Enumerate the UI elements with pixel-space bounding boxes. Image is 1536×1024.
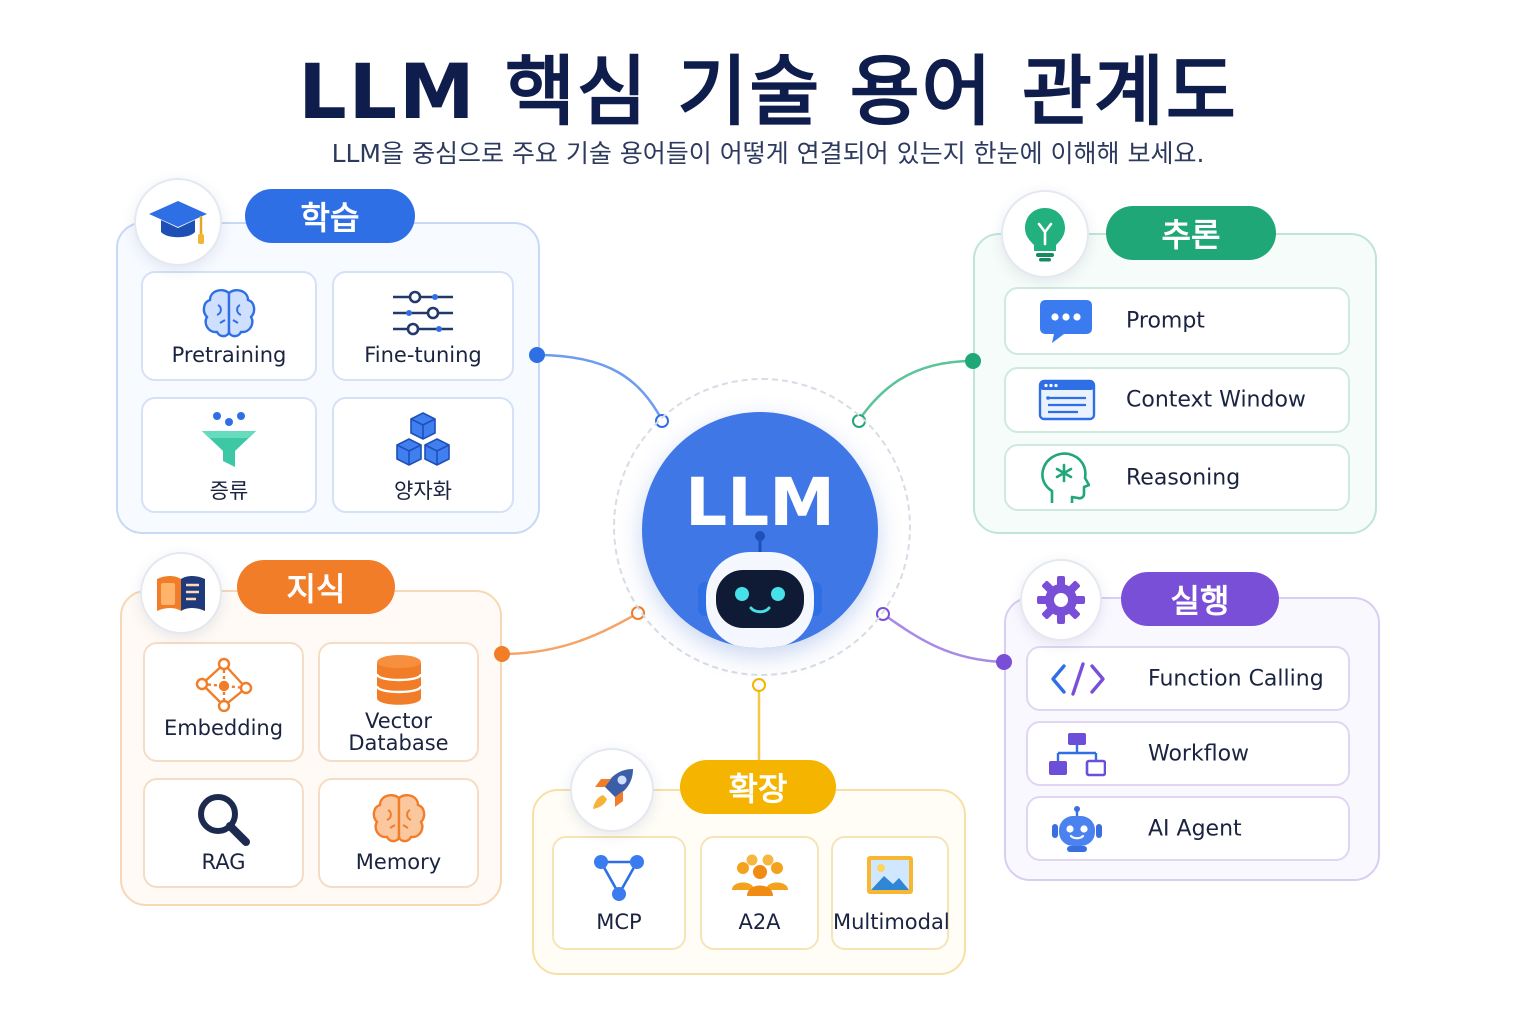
center-llm-node[interactable]: LLM xyxy=(642,412,878,648)
row-reasoning[interactable]: Reasoning xyxy=(1004,444,1350,511)
brain-icon xyxy=(202,289,256,338)
card-label: Memory xyxy=(355,850,442,874)
robot-icon xyxy=(1052,805,1102,852)
card-embedding[interactable]: Embedding xyxy=(143,642,304,762)
book-icon xyxy=(157,576,205,611)
card-rag[interactable]: RAG xyxy=(143,778,304,888)
card-multimodal[interactable]: Multimodal xyxy=(831,836,950,950)
database-icon xyxy=(375,655,422,705)
row-label: AI Agent xyxy=(1148,816,1242,841)
row-prompt[interactable]: Prompt xyxy=(1004,287,1350,355)
card-label: Embedding xyxy=(163,716,284,740)
card-pretraining[interactable]: Pretraining xyxy=(141,271,317,381)
row-label: Function Calling xyxy=(1148,666,1324,691)
card-label: Pretraining xyxy=(171,343,287,367)
inference-title-pill: 추론 xyxy=(1106,206,1276,260)
browser-window-icon xyxy=(1038,379,1096,421)
card-fine-tuning[interactable]: Fine-tuning xyxy=(332,271,514,381)
connector-dot xyxy=(752,678,766,692)
graph-nodes-icon xyxy=(195,657,252,712)
group-knowledge: Embedding Vector Database RAG Memory xyxy=(120,590,502,906)
sliders-icon xyxy=(393,290,453,336)
card-a2a[interactable]: A2A xyxy=(700,836,819,950)
execution-badge xyxy=(1020,559,1102,641)
gear-icon xyxy=(1037,576,1085,624)
knowledge-badge xyxy=(140,552,222,634)
card-label: MCP xyxy=(596,910,642,934)
inference-badge xyxy=(1001,190,1089,278)
flowchart-icon xyxy=(1049,732,1106,776)
card-quantization[interactable]: 양자화 xyxy=(332,397,514,513)
card-distillation[interactable]: 증류 xyxy=(141,397,317,513)
learn-badge xyxy=(134,178,222,266)
cubes-icon xyxy=(396,412,450,466)
row-context-window[interactable]: Context Window xyxy=(1004,367,1350,433)
row-label: Context Window xyxy=(1126,387,1306,413)
image-icon xyxy=(867,856,913,894)
group-inference: Prompt Context Window Reasoning xyxy=(973,233,1377,534)
center-label: LLM xyxy=(685,464,835,541)
connector-dot xyxy=(965,353,981,369)
brain-icon xyxy=(372,794,425,843)
page-subtitle: LLM을 중심으로 주요 기술 용어들이 어떻게 연결되어 있는지 한눈에 이해… xyxy=(331,139,1205,168)
center-ring xyxy=(613,378,911,676)
knowledge-title-pill: 지식 xyxy=(237,560,395,614)
connector-dot xyxy=(529,347,545,363)
extension-title-pill: 확장 xyxy=(680,760,836,814)
card-label: Vector Database xyxy=(348,709,449,755)
row-label: Workflow xyxy=(1148,741,1250,766)
card-label: 양자화 xyxy=(394,479,452,503)
extension-badge xyxy=(570,748,654,832)
graduation-cap-icon xyxy=(149,201,207,244)
learn-title-pill: 학습 xyxy=(245,189,415,243)
row-label: Prompt xyxy=(1126,308,1205,334)
rocket-icon xyxy=(593,769,633,809)
card-vector-database[interactable]: Vector Database xyxy=(318,642,479,762)
search-icon xyxy=(197,794,250,846)
lightbulb-icon xyxy=(1025,208,1065,262)
group-learn: Pretraining Fine-tuning 증류 양자화 xyxy=(116,222,540,534)
funnel-icon xyxy=(202,412,256,467)
card-label: 증류 xyxy=(209,479,249,503)
row-label: Reasoning xyxy=(1126,465,1241,490)
head-thinking-icon xyxy=(1041,451,1090,503)
page-title: LLM 핵심 기술 용어 관계도 xyxy=(298,47,1238,136)
execution-title-pill: 실행 xyxy=(1121,572,1279,626)
chat-bubble-icon xyxy=(1040,300,1092,343)
connector-dot xyxy=(494,646,510,662)
people-group-icon xyxy=(731,854,788,896)
card-memory[interactable]: Memory xyxy=(318,778,479,888)
code-icon xyxy=(1051,661,1105,696)
card-label: A2A xyxy=(738,910,781,934)
robot-mascot-icon xyxy=(698,531,822,648)
triangle-network-icon xyxy=(594,855,644,901)
card-label: RAG xyxy=(201,850,246,874)
row-function-calling[interactable]: Function Calling xyxy=(1026,646,1350,711)
card-label: Fine-tuning xyxy=(364,343,482,367)
card-mcp[interactable]: MCP xyxy=(552,836,686,950)
row-ai-agent[interactable]: AI Agent xyxy=(1026,796,1350,861)
row-workflow[interactable]: Workflow xyxy=(1026,721,1350,786)
group-execution: Function Calling Workflow AI Agent xyxy=(1004,597,1380,881)
connector-dot xyxy=(996,654,1012,670)
card-label: Multimodal xyxy=(833,910,950,934)
